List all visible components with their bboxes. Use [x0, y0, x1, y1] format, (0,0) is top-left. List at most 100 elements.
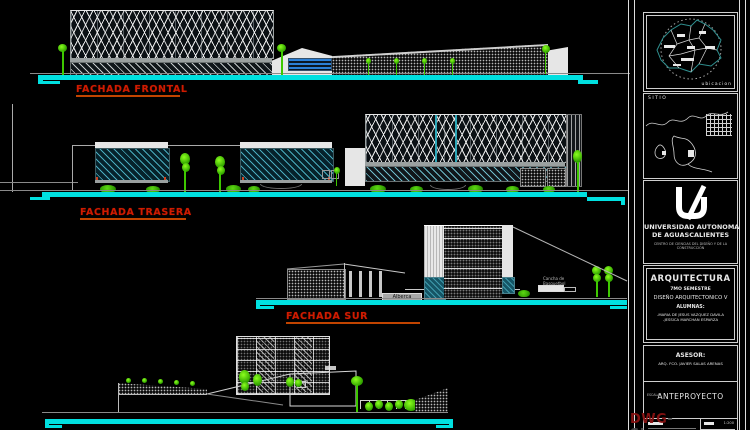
shrub-icon [174, 380, 179, 385]
ground-contour [260, 184, 302, 189]
shrub-trunk-icon [424, 63, 425, 75]
norte-right-berm [415, 388, 448, 412]
tree-trunk-icon [184, 170, 186, 194]
tree-trunk-icon [608, 281, 610, 297]
advisor-label: ASESOR: [675, 352, 706, 359]
ground-step-cyan [45, 425, 62, 428]
tree-icon [295, 379, 302, 387]
watermark-part2: -Share.com [630, 412, 712, 430]
tree-icon [253, 374, 262, 386]
shrub-trunk-icon [452, 63, 453, 75]
program-title: ARQUITECTURA [650, 274, 731, 284]
shrub-trunk-icon [336, 173, 337, 186]
tree-trunk-icon [62, 51, 64, 76]
red-mark [96, 177, 98, 180]
tree-icon [180, 153, 190, 165]
pavilion-column [379, 271, 382, 297]
bush-icon [518, 290, 530, 297]
center-name-line2: CONSTRUCCIÓN [676, 246, 705, 250]
shrub-icon [422, 58, 427, 64]
bush-icon [506, 186, 519, 193]
pavilion-column [359, 271, 362, 297]
tree-icon [542, 45, 550, 53]
label-underline [286, 322, 420, 324]
label-fachada-frontal: FACHADA FRONTAL [76, 84, 188, 95]
sur-ground-line [256, 298, 627, 299]
ground-step-cyan [587, 197, 625, 201]
advisor-row: ASESOR: ARQ. FCO. JAVIER SALAS ARENAS [644, 352, 737, 382]
tree-trunk-icon [577, 162, 579, 194]
tree-icon [241, 382, 249, 391]
bush-icon [370, 185, 386, 193]
panel-border [634, 0, 635, 430]
shrub-trunk-icon [368, 63, 369, 75]
trasera-ground-line [0, 190, 628, 191]
student-name: -MARIA DE JESUS VAZQUEZ DAVILA [657, 312, 724, 317]
semester-label: 7MO SEMESTRE [670, 287, 711, 292]
panel-border [628, 0, 629, 430]
frontal-wing-endcap [548, 47, 568, 76]
university-box: UNIVERSIDAD AUTONOMA DE AGUASCALIENTES C… [643, 180, 739, 264]
frontal-low-wing [332, 44, 548, 76]
cancha-label-line2: Basquetbol [543, 281, 566, 286]
ground-step-cyan [610, 306, 627, 309]
ground-step-cyan [30, 197, 50, 200]
tree-icon [573, 150, 582, 163]
tree-icon [215, 156, 225, 168]
curtainwall-mullion [435, 115, 437, 162]
label-fachada-trasera: FACHADA TRASERA [80, 207, 192, 218]
tree-icon [404, 399, 418, 411]
tree-trunk-icon [219, 173, 221, 194]
tree-icon [395, 400, 403, 409]
trasera-glass-b-cap [240, 142, 332, 148]
sur-tower-left-base [424, 277, 446, 300]
tree-icon [286, 377, 294, 387]
sheet-title: ANTEPROYECTO [657, 392, 724, 401]
shrub-icon [190, 381, 195, 386]
advisor-name: ARQ. FCO. JAVIER SALAS ARENAS [658, 361, 723, 366]
site-map [645, 111, 729, 173]
norte-wedge-wall [118, 383, 207, 394]
ground-step-cyan [38, 75, 43, 84]
sheet-info-box: ASESOR: ARQ. FCO. JAVIER SALAS ARENAS ES… [643, 345, 738, 430]
tree-icon [58, 44, 67, 52]
tree-trunk-icon [596, 281, 598, 297]
trasera-left-line [0, 182, 78, 183]
norte-wedge-base [118, 394, 207, 395]
pavilion-column [369, 271, 372, 297]
scale-value: 1:200 [723, 421, 734, 425]
center-name-line1: CENTRO DE CIENCIAS DEL DISEÑO Y DE LA [653, 242, 728, 246]
ground-step-cyan [582, 80, 598, 84]
norte-ground-line [42, 412, 448, 413]
panel-border [745, 0, 746, 430]
tree-trunk-icon [281, 51, 283, 76]
sur-wedge-wall [287, 269, 346, 300]
trasera-left-wall [12, 104, 13, 192]
trasera-roof-band [365, 162, 565, 166]
students-label: ALUMNAS: [676, 305, 705, 310]
tree-trunk-icon [356, 385, 358, 412]
tree-icon [365, 402, 373, 411]
ground-line-cyan [42, 75, 582, 80]
bush-icon [543, 186, 555, 193]
field-box [704, 422, 714, 425]
label-fachada-sur: FACHADA SUR [286, 311, 369, 322]
label-underline [80, 218, 186, 220]
sur-pavilion [344, 263, 406, 298]
sitio-label: SITIO [648, 96, 668, 101]
bush-icon [100, 185, 116, 193]
panel-border [739, 0, 740, 430]
ground-step-cyan [256, 300, 260, 309]
tree-icon [375, 400, 383, 409]
trasera-base-hatch [365, 166, 567, 182]
grid-divider [700, 419, 701, 430]
trasera-glass-a-cap [95, 142, 168, 148]
bush-icon [146, 186, 160, 193]
shrub-icon [142, 378, 147, 383]
sur-tower-right-strip [502, 225, 513, 277]
tiny-note-box [325, 366, 336, 370]
red-mark [164, 177, 166, 180]
field-box [648, 422, 663, 425]
tree-trunk-icon [545, 52, 546, 74]
